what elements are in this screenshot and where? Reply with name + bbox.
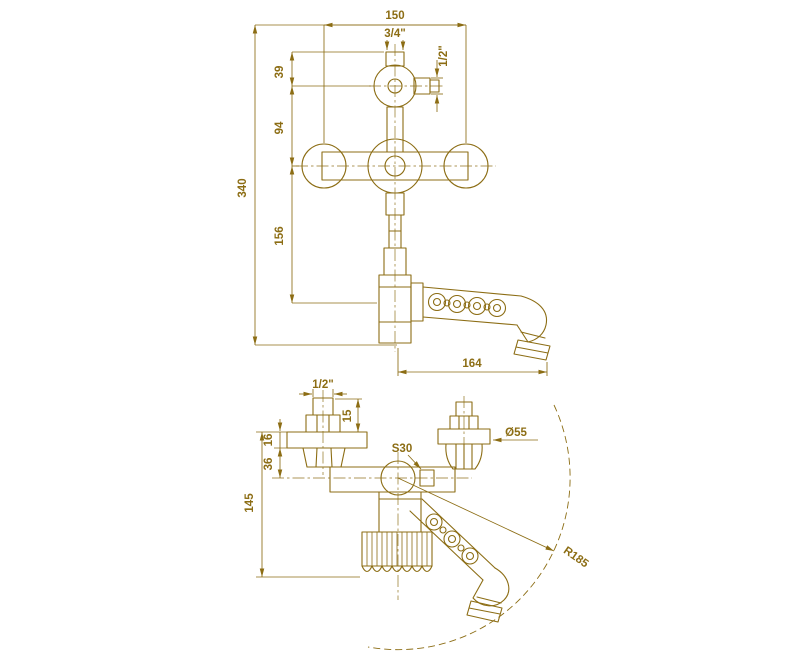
hex-flat (419, 469, 435, 487)
inlet-pipe (385, 51, 405, 67)
dim-164: 164 (462, 358, 482, 370)
side-spout-outlet (466, 600, 503, 623)
spout-outlet (513, 339, 551, 361)
handle-side (445, 443, 483, 470)
dim-dia55: Ø55 (505, 427, 527, 439)
front-centerlines (296, 44, 496, 352)
front-spout (410, 282, 551, 361)
dim-side-thread: 1/2" (312, 379, 333, 391)
side-centerlines (272, 390, 472, 600)
front-dimensions: 150 340 3/4" 1/2" 39 94 156 (237, 10, 548, 376)
body-tube (329, 466, 456, 493)
dim-156: 156 (274, 226, 286, 245)
side-spout (409, 498, 510, 623)
wall-flange (286, 431, 368, 449)
body-boss (380, 460, 416, 496)
side-view: 1/2" 15 16 36 145 Ø55 (244, 379, 591, 651)
dim-39: 39 (274, 66, 286, 79)
dim-36: 36 (263, 458, 275, 471)
dim-16: 16 (263, 434, 275, 447)
side-dimensions: 1/2" 15 16 36 145 Ø55 (244, 379, 591, 651)
side-body-outline (286, 397, 491, 573)
dim-inlet-thread: 3/4" (384, 28, 405, 40)
left-handle (301, 143, 347, 189)
elbow-nut (302, 447, 346, 468)
dim-side-port-thread: 1/2" (438, 45, 450, 66)
dim-340: 340 (237, 178, 249, 197)
dim-15: 15 (342, 409, 354, 422)
dim-145: 145 (244, 493, 256, 513)
mixer-body (321, 151, 469, 181)
spout-nut (410, 282, 424, 322)
dim-s30: S30 (392, 443, 412, 455)
swivel-arc (367, 404, 571, 651)
front-body-outline (301, 51, 489, 344)
front-view: 150 340 3/4" 1/2" 39 94 156 (237, 10, 551, 376)
right-handle (443, 143, 489, 189)
dim-150: 150 (385, 10, 404, 22)
dim-r185: R185 (561, 545, 591, 571)
dim-94: 94 (274, 121, 286, 134)
